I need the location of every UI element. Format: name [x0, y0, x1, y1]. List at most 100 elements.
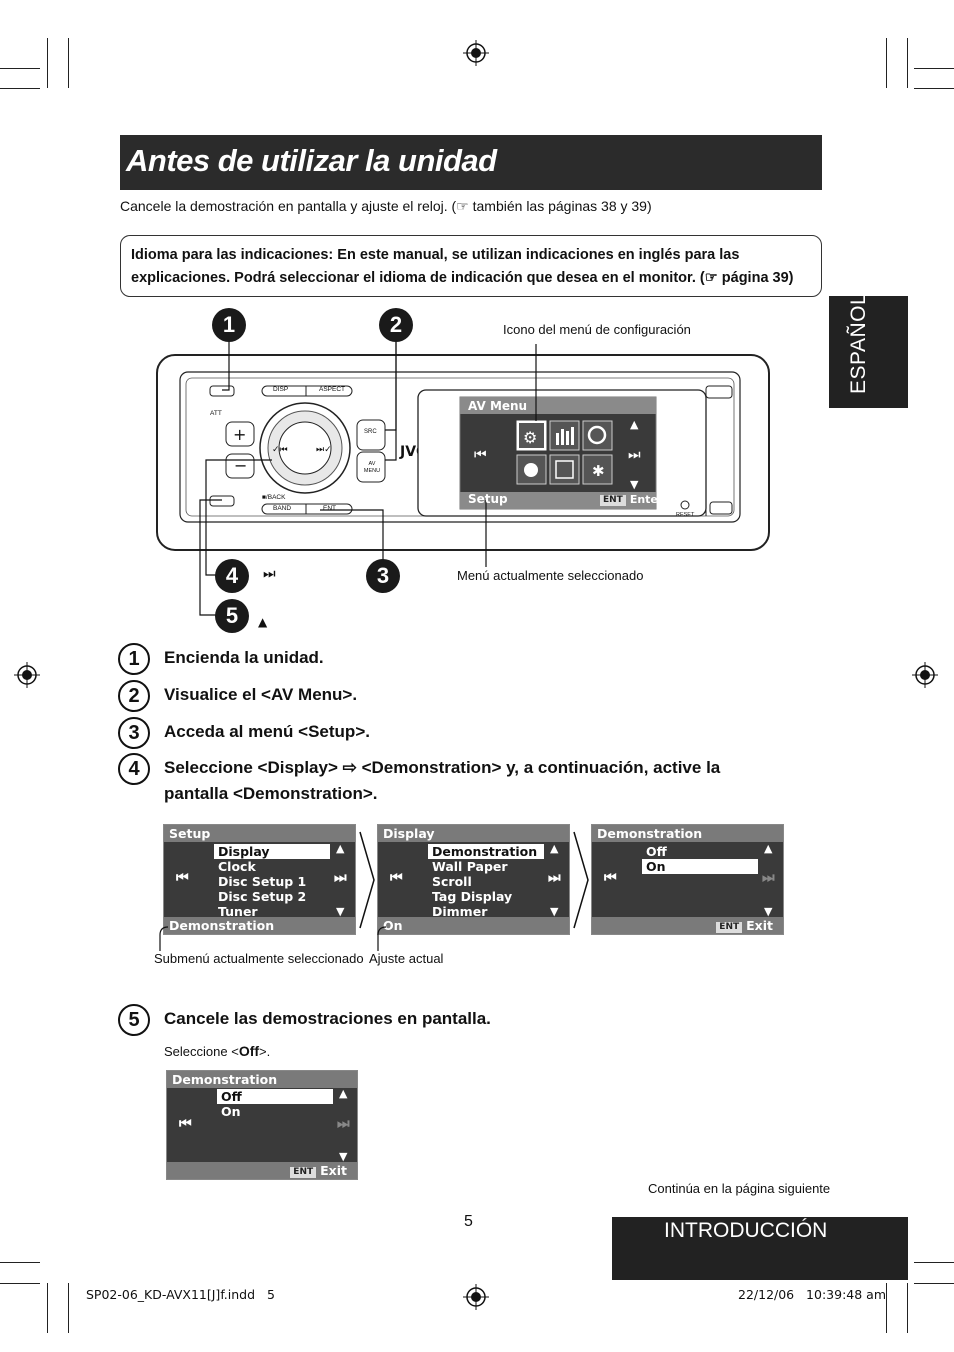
crop-mark — [914, 1262, 954, 1263]
src-button[interactable]: SRC — [364, 429, 377, 435]
crop-mark — [0, 68, 40, 69]
reset-button[interactable]: RESET — [676, 512, 695, 518]
step-5: 5 Cancele las demostraciones en pantalla… — [118, 1004, 491, 1036]
menu-item[interactable]: Disc Setup 1 — [218, 874, 307, 889]
svg-text:−: − — [234, 456, 247, 475]
menu-item[interactable]: Off — [217, 1089, 333, 1104]
device-illustration: + − ✓⏮ ⏭✓ JVC ⚙ ✱ ⏮ ⏭ ▲ ▼ — [156, 338, 770, 616]
down-arrow-icon[interactable]: ▼ — [550, 905, 559, 918]
svg-text:⏮: ⏮ — [474, 447, 487, 463]
menu-item[interactable]: Display — [214, 844, 330, 859]
registration-mark-icon — [463, 40, 489, 66]
back-button[interactable]: ■/BACK — [262, 494, 286, 501]
step-number: 1 — [118, 643, 150, 675]
svg-text:✱: ✱ — [592, 462, 605, 480]
menu-item[interactable]: Disc Setup 2 — [218, 889, 307, 904]
menu-item[interactable]: Dimmer — [432, 904, 488, 919]
footer-file: SP02-06_KD-AVX11[J]f.indd 5 — [86, 1287, 275, 1302]
step-5-instruction: Seleccione <Off>. — [164, 1043, 270, 1059]
crop-mark — [47, 1283, 48, 1333]
att-label: ATT — [210, 410, 222, 417]
crop-mark — [907, 38, 908, 88]
setup-screen: Setup Display Clock Disc Setup 1 Disc Se… — [163, 824, 356, 935]
crop-mark — [914, 1283, 954, 1284]
step-2: 2 Visualice el <AV Menu>. — [118, 680, 357, 712]
section-tab: INTRODUCCIÓN — [612, 1217, 908, 1280]
device-diagram: + − ✓⏮ ⏭✓ JVC ⚙ ✱ ⏮ ⏭ ▲ ▼ — [0, 300, 954, 640]
exit-label[interactable]: Exit — [320, 1163, 347, 1178]
exit-label[interactable]: Exit — [746, 918, 773, 933]
step-text: Encienda la unidad. — [164, 648, 324, 667]
next-icon: ⏭ — [337, 1116, 350, 1132]
crop-mark — [914, 88, 954, 89]
crop-mark — [47, 38, 48, 88]
caption-pointers — [159, 926, 387, 951]
svg-text:⚙: ⚙ — [523, 428, 537, 447]
badge-2: 2 — [379, 308, 413, 342]
menu-item[interactable]: Tuner — [218, 904, 258, 919]
menu-item[interactable]: On — [221, 1104, 241, 1119]
next-icon[interactable]: ⏭ — [334, 870, 347, 886]
screen-footer: Demonstration — [164, 917, 355, 934]
down-arrow-icon[interactable]: ▼ — [336, 905, 345, 918]
step-3: 3 Acceda al menú <Setup>. — [118, 717, 370, 749]
footer-date: 22/12/06 10:39:48 am — [738, 1287, 887, 1302]
step-number: 2 — [118, 680, 150, 712]
menu-item[interactable]: Off — [646, 844, 667, 859]
svg-text:▼: ▼ — [630, 478, 639, 491]
step-number: 4 — [118, 753, 150, 785]
av-menu-button[interactable]: AV MENU — [363, 461, 381, 474]
up-arrow-icon[interactable]: ▲ — [336, 842, 345, 855]
language-note: Idioma para las indicaciones: En este ma… — [120, 235, 822, 297]
badge-5: 5 — [215, 599, 249, 633]
prev-icon[interactable]: ⏮ — [179, 1116, 192, 1132]
language-tab: ESPAÑOL — [829, 293, 908, 408]
menu-item[interactable]: Scroll — [432, 874, 472, 889]
prev-icon[interactable]: ⏮ — [390, 870, 403, 886]
screen-header: Demonstration — [167, 1071, 357, 1088]
screen-header: Setup — [164, 825, 355, 842]
menu-item[interactable]: Wall Paper — [432, 859, 508, 874]
crop-mark — [68, 1283, 69, 1333]
intro-text: Cancele la demostración en pantalla y aj… — [120, 198, 652, 214]
step-number: 5 — [118, 1004, 150, 1036]
up-arrow-icon[interactable]: ▲ — [339, 1087, 348, 1100]
device-screen-footer: Setup — [468, 492, 508, 506]
band-button[interactable]: BAND — [273, 505, 292, 512]
up-arrow-icon[interactable]: ▲ — [550, 842, 559, 855]
crop-mark — [886, 38, 887, 88]
screen-header: Display — [378, 825, 569, 842]
badge-3: 3 — [366, 559, 400, 593]
up-arrow-icon[interactable]: ▲ — [764, 842, 773, 855]
crop-mark — [886, 1283, 887, 1333]
next-icon[interactable]: ⏭ — [548, 870, 561, 886]
ent-button[interactable]: ENT — [323, 505, 336, 512]
aspect-button[interactable]: ASPECT — [319, 386, 346, 393]
continue-note: Continúa en la página siguiente — [648, 1181, 831, 1196]
caption-current-setting: Ajuste actual — [369, 951, 444, 966]
screen-header: Demonstration — [592, 825, 783, 842]
down-arrow-icon[interactable]: ▼ — [339, 1150, 348, 1163]
menu-item[interactable]: Demonstration — [428, 844, 544, 859]
chevron-right-icon — [359, 831, 375, 929]
menu-item[interactable]: Clock — [218, 859, 256, 874]
device-screen-header: AV Menu — [468, 399, 528, 413]
svg-text:▲: ▲ — [630, 418, 639, 431]
up-arrow-icon: ▲ — [258, 615, 268, 629]
disp-button[interactable]: DISP — [273, 386, 289, 393]
crop-mark — [0, 1262, 40, 1263]
prev-icon[interactable]: ⏮ — [176, 870, 189, 886]
down-arrow-icon[interactable]: ▼ — [764, 905, 773, 918]
callout-setup-icon: Icono del menú de configuración — [503, 322, 691, 337]
menu-item[interactable]: Tag Display — [432, 889, 513, 904]
display-screen: Display Demonstration Wall Paper Scroll … — [377, 824, 570, 935]
prev-icon[interactable]: ⏮ — [604, 870, 617, 886]
registration-mark-icon — [912, 662, 938, 688]
next-track-icon: ⏭ — [263, 566, 276, 582]
step-text: Visualice el <AV Menu>. — [164, 685, 358, 704]
menu-item[interactable]: On — [642, 859, 758, 874]
